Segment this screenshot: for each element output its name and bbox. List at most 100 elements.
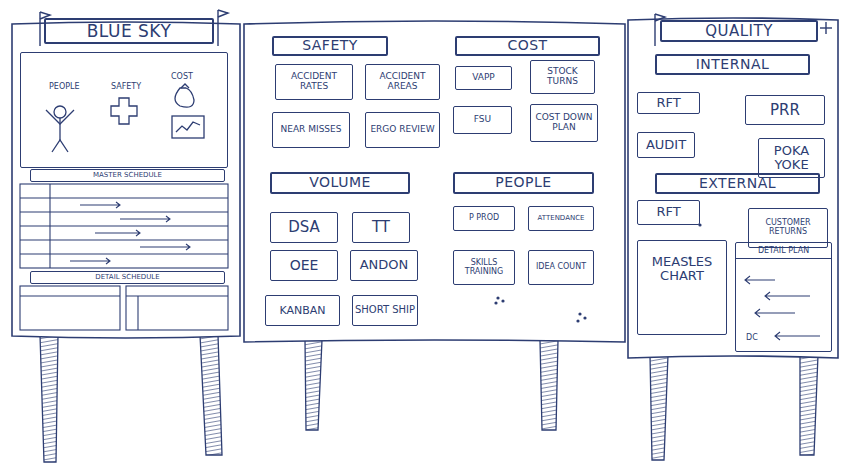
node-text: SKILLS TRAINING [454,259,514,276]
table-line [137,296,138,330]
kpi-card: VAPP [455,66,512,90]
node-text: IDEA COUNT [536,263,586,272]
table-frame [20,286,120,330]
doodle-dot [501,299,504,302]
plan-arrow [745,276,775,284]
table-frame [126,286,228,330]
schedule-band: MASTER SCHEDULE [30,169,225,182]
node-text: TT [372,219,390,235]
node-text: SAFETY [302,38,358,53]
post [800,355,818,455]
node-text: RFT [656,205,680,219]
kpi-card: COST DOWN PLAN [530,104,598,142]
chart-panel: MEASLES CHART [637,240,727,335]
node-text: DETAIL PLAN [736,247,831,259]
plus-mark [825,22,826,34]
node-text: ATTENDANCE [538,215,585,223]
post [40,335,58,462]
doodle-dot [578,312,581,315]
detail-schedule-table [20,286,228,330]
node-text: AUDIT [646,138,686,152]
node-text: COST [171,73,193,82]
figure-legs [52,140,68,152]
kpi-card: FSU [453,106,512,134]
sub-header: EXTERNAL [655,173,820,194]
table-line [126,295,228,296]
post [305,340,322,430]
kpi-card: RFT [637,200,700,225]
schedule-band: DETAIL SCHEDULE [30,271,225,284]
graph-line [176,122,200,132]
node-text: PEOPLE [495,175,551,190]
figure-arms [46,110,74,124]
kpi-card: OEE [270,250,338,281]
node-text: MEASLES CHART [638,255,726,283]
kpi-card: ACCIDENT RATES [275,64,353,100]
node-text: NEAR MISSES [281,125,342,135]
kpi-card: POKA YOKE [758,138,825,178]
cross-icon [111,98,137,124]
schedule-arrow [95,230,140,236]
vision-panel: PEOPLESAFETYCOST [20,52,228,168]
flag-pole [217,10,218,46]
plan-arrow [775,332,820,340]
doodle-dot [583,316,586,319]
table-line [20,225,228,226]
money-bag-top [181,84,189,88]
node-text: DC [746,334,758,343]
kpi-card: ERGO REVIEW [365,112,440,148]
category-header: VOLUME [270,172,410,194]
figure-body [59,118,60,140]
node-text: BLUE SKY [87,22,172,40]
node-text: SAFETY [111,83,141,92]
node-text: P PROD [469,214,499,223]
node-text: PRR [770,102,800,118]
node-text: DETAIL SCHEDULE [95,274,159,282]
category-header: COST [455,36,600,56]
schedule-arrow [70,258,110,264]
banner-title: BLUE SKY [44,18,214,44]
plan-panel: DETAIL PLAN DC [735,242,832,352]
table-frame [20,184,228,268]
kpi-card: AUDIT [637,132,695,158]
doodle-dot [494,301,497,304]
graph-box [172,116,204,138]
kpi-card: P PROD [453,206,515,231]
table-line [20,239,228,240]
kpi-card: PRR [745,95,825,125]
node-text: FSU [474,115,491,125]
node-text: RFT [656,96,680,110]
master-schedule-table [20,184,228,268]
post [540,340,558,430]
kpi-card: ACCIDENT AREAS [365,64,440,100]
node-text: ACCIDENT AREAS [366,72,439,91]
node-text: INTERNAL [696,57,770,72]
node-text: CUSTOMER RETURNS [749,219,827,236]
kpi-card: ANDON [350,250,418,281]
kpi-card: RFT [637,92,700,114]
kpi-card: NEAR MISSES [272,112,350,148]
node-text: VAPP [472,73,495,83]
pin-dot [698,223,701,226]
node-text: KANBAN [279,305,325,317]
kpi-card: SKILLS TRAINING [453,250,515,285]
kpi-card: ATTENDANCE [528,206,594,231]
table-line [20,253,228,254]
node-text: VOLUME [309,175,371,190]
schedule-arrow [80,202,120,208]
node-text: OEE [290,258,319,273]
board-left [12,22,240,338]
post [650,355,668,460]
kpi-card: DSA [270,212,338,243]
category-header: PEOPLE [453,172,594,194]
node-text: COST [507,38,547,53]
table-line [20,211,228,212]
post [200,335,222,455]
schedule-arrow [140,244,190,250]
figure-head [54,106,66,118]
doodle-dot [496,296,499,299]
kpi-card: TT [352,212,410,243]
kpi-card: SHORT SHIP [352,295,418,326]
node-text: COST DOWN PLAN [531,113,597,132]
